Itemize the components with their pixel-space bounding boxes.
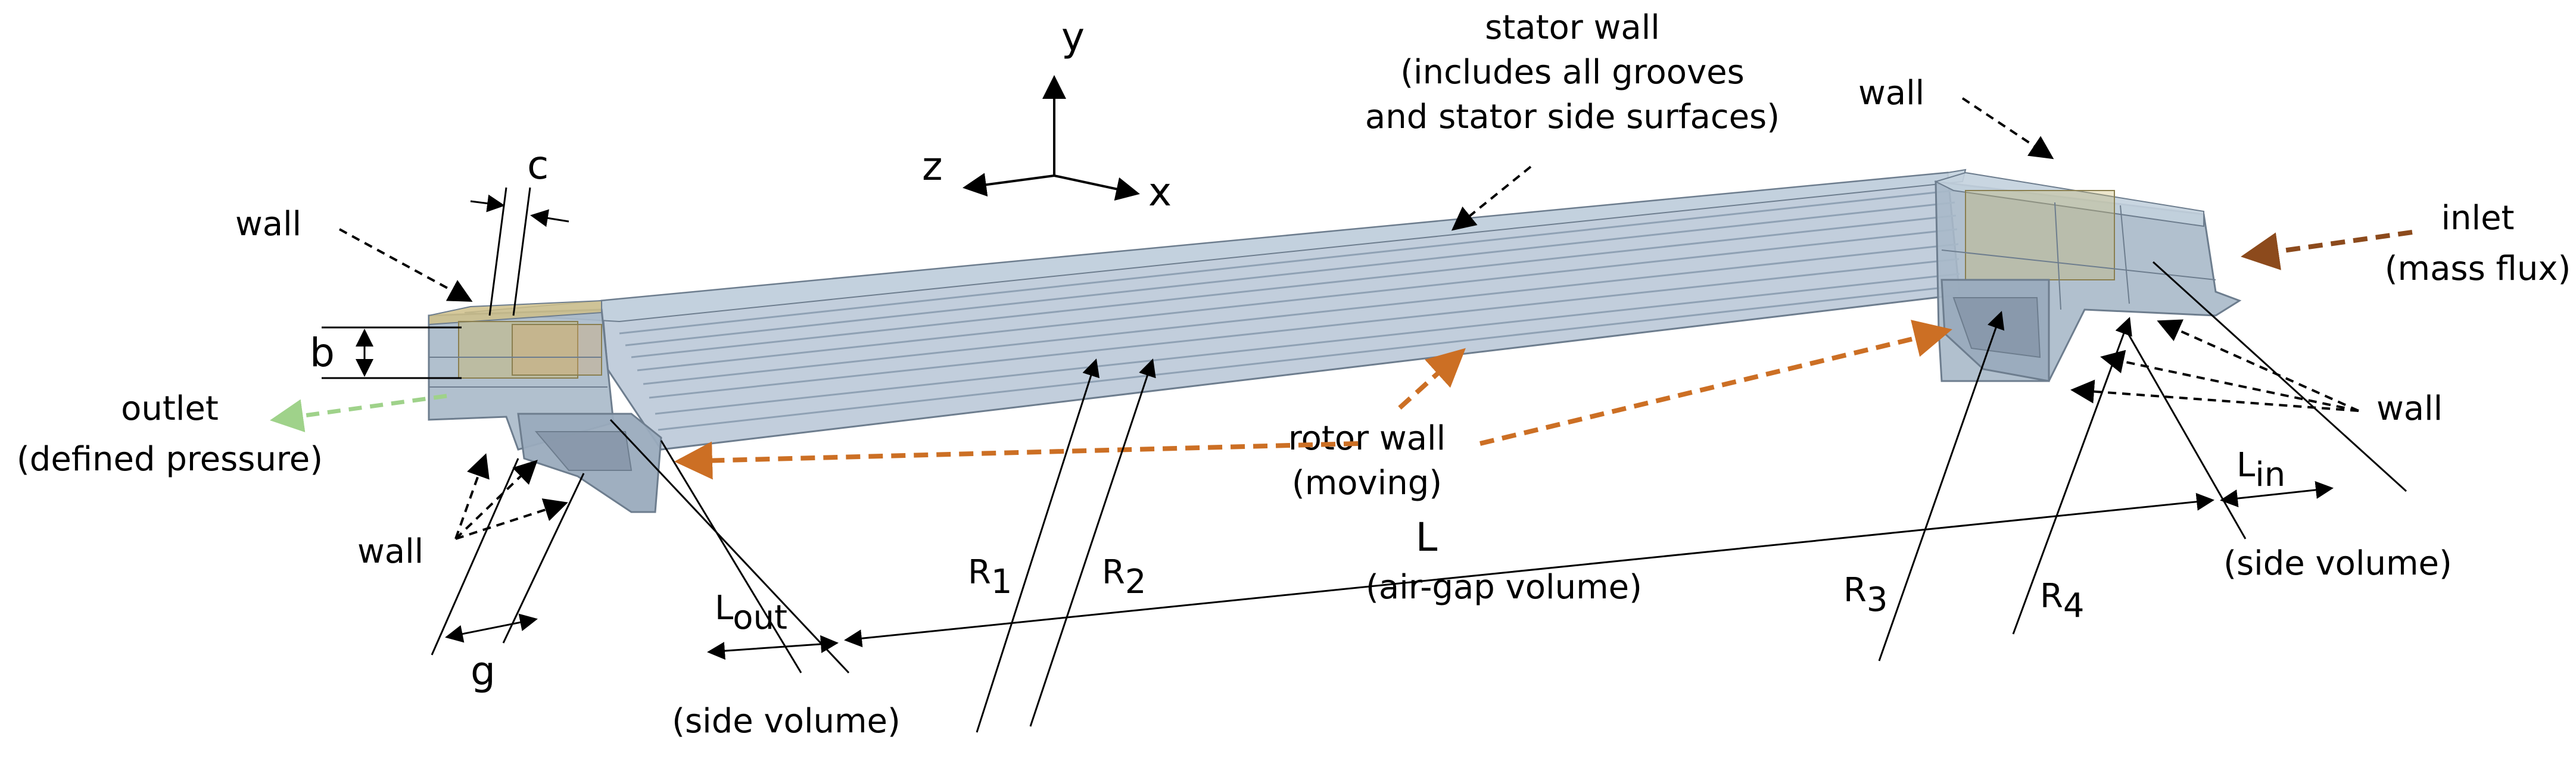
coordinate-axes: y z x — [922, 14, 1172, 215]
Lout-arrow — [707, 635, 839, 660]
left-block-top — [428, 299, 602, 326]
r4-label: R4 — [2040, 577, 2085, 625]
r3-label: R3 — [1843, 571, 1888, 619]
inlet-line-1: inlet — [2441, 199, 2514, 238]
length-dimensions: L (air-gap volume) Lout (side volume) Li… — [609, 261, 2452, 741]
Lin-description: (side volume) — [2223, 544, 2452, 583]
left-side-volume — [428, 299, 662, 513]
left-block-tint — [458, 321, 578, 379]
L-description: (air-gap volume) — [1366, 568, 1642, 607]
wall-leader-top-left — [339, 228, 473, 302]
right-side-volume — [1934, 171, 2242, 382]
L-arrow — [844, 492, 2214, 648]
right-block-edge-2 — [2054, 202, 2061, 310]
stator-line-1: stator wall — [1485, 8, 1660, 47]
g-extension-2 — [502, 473, 585, 644]
stator-line-3: and stator side surfaces) — [1365, 98, 1780, 136]
right-block-edge-3 — [2120, 205, 2130, 304]
wall-label-right: wall — [2376, 389, 2443, 428]
lout-extension-inner — [660, 440, 802, 673]
outlet-line-1: outlet — [121, 389, 219, 428]
groove-lines — [619, 189, 1960, 431]
Lin-arrow — [2220, 480, 2334, 508]
c-arrow-left — [470, 194, 505, 213]
right-block-edge — [1941, 249, 2216, 280]
wall-label-bottom-left: wall — [357, 532, 423, 571]
x-axis-label: x — [1148, 169, 1172, 215]
Lin-label: Lin — [2237, 446, 2285, 494]
c-label: c — [527, 142, 549, 188]
inlet-arrow — [2241, 230, 2413, 270]
wall-leader-r-2 — [2100, 349, 2359, 412]
rotor-arrow-right — [1479, 320, 1952, 446]
air-gap-volume — [464, 168, 1967, 451]
rotor-arrow-left — [674, 441, 1359, 480]
L-label: L — [1416, 514, 1438, 560]
rotor-wall-annotation: rotor wall (moving) — [674, 320, 1952, 503]
dimension-b: b — [310, 326, 462, 379]
lin-extension-outer — [2152, 261, 2407, 492]
g-arrow — [445, 613, 538, 643]
dimension-c: c — [470, 142, 569, 316]
wall-leader-bl-1 — [454, 453, 490, 539]
c-arrow-right — [530, 209, 569, 227]
left-block-tint-2 — [512, 324, 602, 376]
lout-extension-outer — [609, 419, 850, 674]
y-axis-label: y — [1061, 14, 1085, 60]
r2-line — [1029, 358, 1156, 727]
r1-line — [976, 358, 1100, 733]
b-label: b — [310, 330, 335, 376]
Lout-description: (side volume) — [672, 702, 901, 741]
right-block-top — [1934, 171, 2204, 227]
r2-label: R2 — [1102, 553, 1147, 601]
stator-wall-annotation: stator wall (includes all grooves and st… — [1365, 8, 1780, 231]
r1-label: R1 — [968, 553, 1013, 601]
dimension-g: g — [431, 458, 585, 694]
c-extension-2 — [512, 187, 531, 316]
z-axis-label: z — [922, 143, 943, 189]
x-axis-arrow — [1054, 174, 1140, 201]
left-lower-inner — [534, 431, 633, 471]
wall-label-top-right: wall — [1858, 74, 1924, 113]
wall-leader-r-3 — [2070, 379, 2359, 412]
outlet-line-2: (defined pressure) — [17, 440, 323, 479]
wall-leader-r-1 — [2157, 319, 2359, 412]
stator-leader — [1451, 166, 1532, 231]
inlet-annotation: inlet (mass flux) — [2241, 199, 2571, 288]
wall-leader-top-right — [1961, 97, 2054, 160]
inlet-line-2: (mass flux) — [2385, 249, 2571, 288]
rotor-arrow-up — [1398, 348, 1466, 410]
wall-label-top-left: wall — [235, 205, 301, 244]
g-label: g — [471, 648, 496, 694]
air-gap-body — [600, 171, 1961, 451]
c-extension-1 — [488, 187, 507, 316]
wall-leader-bl-3 — [455, 498, 568, 540]
outlet-annotation: outlet (defined pressure) — [17, 389, 447, 479]
wall-leader-bl-2 — [454, 460, 538, 540]
z-axis-arrow — [963, 173, 1055, 197]
wall-annotations: wall wall wall wall — [235, 74, 2443, 571]
outlet-arrow — [270, 394, 447, 433]
stator-line-2: (includes all grooves — [1400, 53, 1745, 92]
rotor-line-2: (moving) — [1292, 464, 1442, 503]
Lout-label: Lout — [715, 589, 787, 637]
rotor-line-1: rotor wall — [1288, 419, 1446, 458]
